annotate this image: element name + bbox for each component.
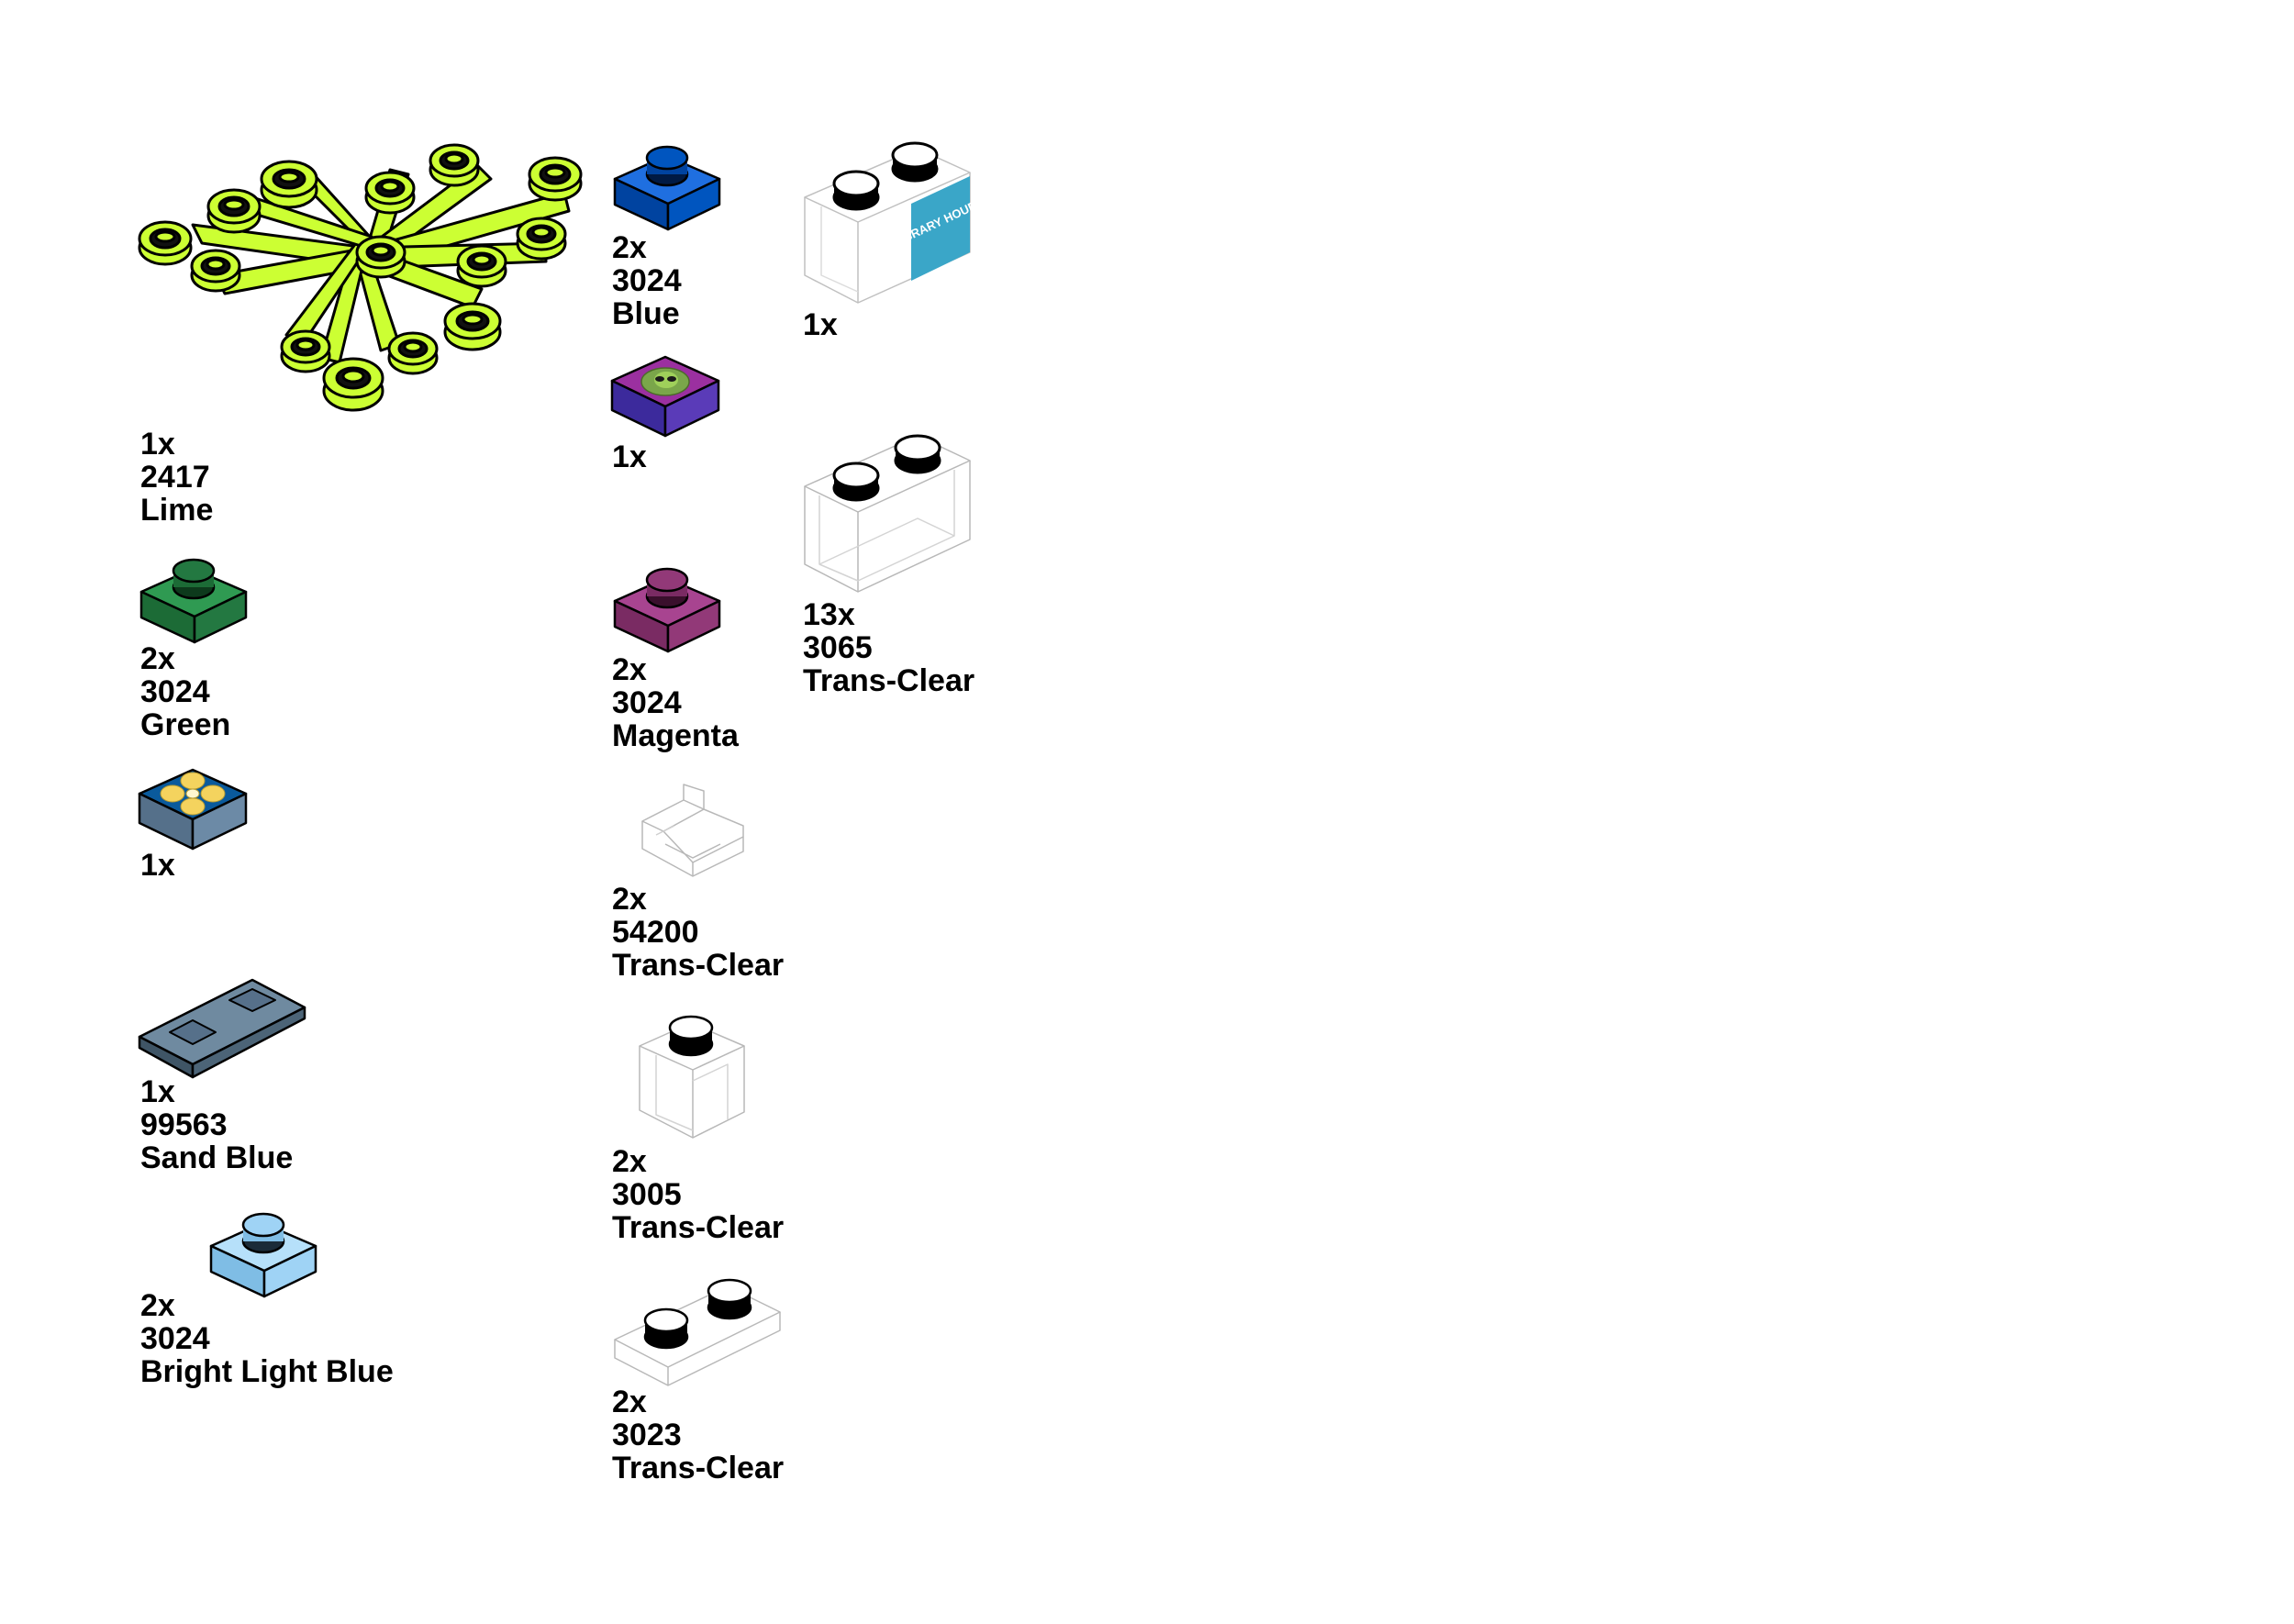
part-label-slope-clear: 2x 54200 Trans-Clear [612, 883, 784, 982]
part-label-window-brick: 13x 3065 Trans-Clear [803, 598, 974, 697]
part-label-brick-clear: 2x 3005 Trans-Clear [612, 1145, 784, 1244]
part-number: 3005 [612, 1177, 682, 1212]
slope-1x1-icon [638, 780, 748, 885]
part-number: 3024 [612, 685, 682, 720]
part-color: Trans-Clear [612, 948, 785, 983]
brick-1x1-icon [638, 1009, 748, 1147]
part-label-green-plate: 2x 3024 Green [140, 642, 230, 741]
part-qty: 1x [803, 307, 838, 342]
part-number: 2417 [140, 460, 210, 495]
part-number: 3023 [612, 1418, 682, 1452]
part-label-flower-tile: 1x [140, 849, 175, 882]
plate-1x1-icon [613, 560, 723, 661]
part-color: Sand Blue [140, 1140, 294, 1175]
plate-1x1-icon [139, 551, 250, 651]
part-qty: 13x [803, 597, 855, 632]
part-label-lightblue-plate: 2x 3024 Bright Light Blue [140, 1289, 394, 1388]
part-number: 3065 [803, 630, 873, 665]
part-label-blue-plate: 2x 3024 Blue [612, 231, 682, 330]
part-label-sandblue-tile: 1x 99563 Sand Blue [140, 1075, 293, 1174]
part-color: Lime [140, 493, 214, 528]
part-color: Trans-Clear [612, 1210, 785, 1245]
part-number: 99563 [140, 1107, 228, 1142]
part-color: Magenta [612, 718, 739, 753]
part-qty: 2x [140, 641, 175, 676]
part-qty: 2x [612, 230, 647, 265]
part-qty: 1x [140, 848, 175, 883]
plant-leaves-icon [138, 138, 596, 440]
part-qty: 2x [140, 1288, 175, 1323]
library-hours-brick-icon: LIBRARY HOURS [803, 141, 986, 312]
part-color: Trans-Clear [612, 1451, 785, 1485]
part-color: Green [140, 707, 231, 742]
plate-1x2-icon [613, 1266, 783, 1390]
part-label-lime-plant: 1x 2417 Lime [140, 428, 213, 527]
plate-1x1-icon [209, 1205, 319, 1306]
part-label-library-brick: 1x [803, 308, 838, 341]
part-qty: 2x [612, 1385, 647, 1419]
part-number: 3024 [140, 674, 210, 709]
part-label-alien-tile: 1x [612, 440, 647, 473]
part-qty: 2x [612, 882, 647, 917]
alien-head-tile-icon [610, 353, 720, 445]
part-qty: 1x [140, 1074, 175, 1109]
part-color: Blue [612, 296, 680, 331]
part-label-magenta-plate: 2x 3024 Magenta [612, 653, 739, 752]
part-qty: 1x [140, 427, 175, 462]
part-color: Trans-Clear [803, 663, 975, 698]
brick-1x2-no-tube-icon [803, 431, 977, 601]
part-qty: 2x [612, 1144, 647, 1179]
part-color: Bright Light Blue [140, 1354, 394, 1389]
plate-1x1-icon [613, 138, 723, 239]
part-qty: 2x [612, 652, 647, 687]
part-number: 3024 [612, 263, 682, 298]
part-number: 54200 [612, 915, 699, 950]
part-number: 3024 [140, 1321, 210, 1356]
part-label-plate2-clear: 2x 3023 Trans-Clear [612, 1385, 784, 1485]
flower-tile-icon [138, 766, 248, 858]
part-qty: 1x [612, 439, 647, 474]
ingot-tile-icon [138, 973, 307, 1079]
